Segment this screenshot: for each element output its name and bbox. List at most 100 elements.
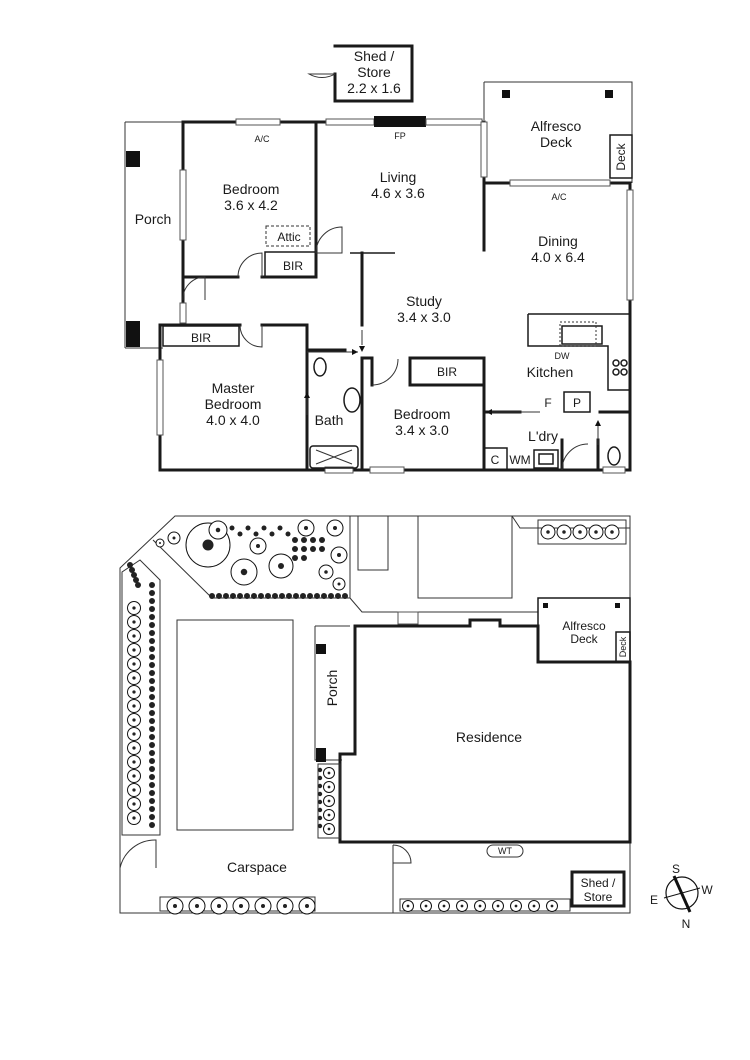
- hedge-dot: [251, 593, 257, 599]
- hedge-dot: [149, 694, 155, 700]
- hedge-dot: [149, 702, 155, 708]
- window: [325, 118, 375, 126]
- window: [324, 466, 354, 474]
- hedge-dot: [135, 582, 141, 588]
- pantry: [563, 391, 591, 413]
- hedge-dot: [317, 815, 323, 821]
- hedge-dot: [149, 806, 155, 812]
- hedge-dot: [149, 582, 155, 588]
- master-label-2: Bedroom: [205, 396, 262, 412]
- hedge-dot: [272, 593, 278, 599]
- attic-hatch: [265, 225, 311, 247]
- hedge-dot: [209, 593, 215, 599]
- window: [480, 121, 488, 178]
- hedge-dot: [216, 593, 222, 599]
- hedge-dot: [292, 555, 298, 561]
- kitchen-bench: [527, 313, 630, 391]
- hedge-dot: [149, 710, 155, 716]
- hedge-dot: [258, 593, 264, 599]
- window: [235, 118, 281, 126]
- compass-s: S: [672, 862, 680, 876]
- fireplace: [374, 116, 426, 127]
- hedge-dot: [237, 531, 243, 537]
- window: [602, 466, 626, 474]
- site-plan: Alfresco Deck Deck Porch Residence WT Ca…: [119, 515, 713, 931]
- site-alfresco-label: Alfresco: [562, 619, 606, 633]
- door-arc: [237, 252, 263, 278]
- compass-n: N: [682, 917, 691, 931]
- living-size: 4.6 x 3.6: [371, 185, 425, 201]
- hedge-dot: [317, 783, 323, 789]
- dining-label: Dining: [538, 233, 578, 249]
- hedge-dot: [149, 750, 155, 756]
- hedge-dot: [317, 823, 323, 829]
- master-label: Master: [212, 380, 255, 396]
- shed-label-2: Store: [357, 64, 391, 80]
- dining-size: 4.0 x 6.4: [531, 249, 585, 265]
- hedge-dot: [269, 531, 275, 537]
- door-arc: [371, 358, 399, 386]
- hedge-dot: [229, 525, 235, 531]
- window: [369, 466, 405, 474]
- hedge-dot: [149, 670, 155, 676]
- hedge-dot: [133, 577, 139, 583]
- hedge-dot: [319, 546, 325, 552]
- hedge-dot: [131, 572, 137, 578]
- hedge-dot: [149, 766, 155, 772]
- trough: [533, 449, 559, 469]
- hedge-dot: [149, 638, 155, 644]
- hedge-dot: [149, 662, 155, 668]
- door-arc: [182, 276, 206, 301]
- porch-post: [126, 151, 140, 167]
- window: [179, 302, 187, 324]
- hedge-dot: [317, 791, 323, 797]
- compass-w: W: [701, 883, 713, 897]
- deck-post: [605, 90, 613, 98]
- hedge-dot: [310, 546, 316, 552]
- window: [425, 118, 483, 126]
- hedge-dot: [149, 598, 155, 604]
- deck-post: [502, 90, 510, 98]
- hedge-dot: [149, 822, 155, 828]
- wt-label: WT: [498, 846, 512, 856]
- window: [509, 179, 611, 187]
- hedge-dot: [292, 546, 298, 552]
- hedge-dot: [149, 734, 155, 740]
- carspace-label: Carspace: [227, 859, 287, 875]
- hedge-dot: [293, 593, 299, 599]
- hedge-dot: [321, 593, 327, 599]
- hedge-dot: [301, 555, 307, 561]
- hedge-dot: [149, 614, 155, 620]
- attic-label: Attic: [277, 230, 300, 244]
- trough-inner: [538, 453, 554, 465]
- garden-bed: [537, 519, 627, 545]
- ac-label: A/C: [254, 134, 270, 144]
- hedge-dot: [149, 718, 155, 724]
- hedge-dot: [127, 562, 133, 568]
- alfresco-deck: Alfresco Deck Deck: [483, 81, 633, 183]
- ac-label: A/C: [551, 192, 567, 202]
- site-alfresco-label-2: Deck: [570, 632, 598, 646]
- wm-label: WM: [509, 453, 530, 467]
- kitchen-label: Kitchen: [527, 364, 574, 380]
- bir-label: BIR: [437, 365, 457, 379]
- site-deck-label: Deck: [618, 636, 628, 657]
- hedge-dot: [317, 807, 323, 813]
- compass-e: E: [650, 893, 658, 907]
- bir-1: [264, 251, 317, 278]
- dw-label: DW: [555, 351, 570, 361]
- shed-store: Shed / Store 2.2 x 1.6: [307, 44, 414, 103]
- hedge-dot: [300, 593, 306, 599]
- alfresco-label: Alfresco: [531, 118, 582, 134]
- porch: Porch: [124, 121, 183, 349]
- hedge-dot: [328, 593, 334, 599]
- residence-outline: [338, 618, 632, 844]
- floor-plan: Shed / Store 2.2 x 1.6 Alfresco Deck Dec…: [124, 44, 634, 474]
- master-size: 4.0 x 4.0: [206, 412, 260, 428]
- hedge-dot: [149, 726, 155, 732]
- bir-label: BIR: [191, 331, 211, 345]
- hedge-dot: [319, 537, 325, 543]
- hedge-dot: [129, 567, 135, 573]
- car-pad: [176, 619, 294, 831]
